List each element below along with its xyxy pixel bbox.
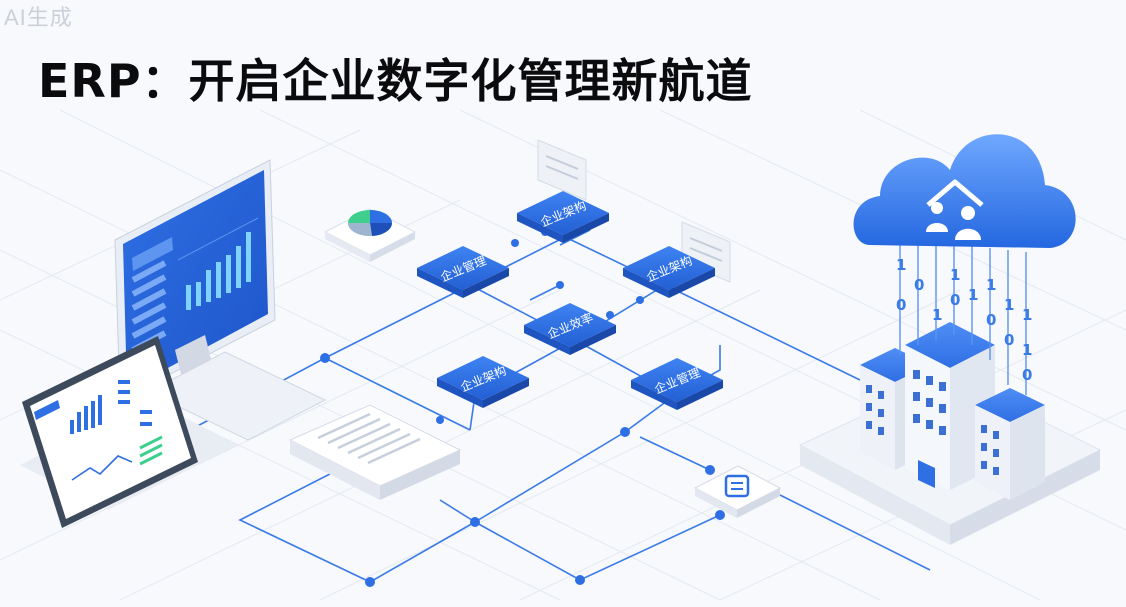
frame-icon-tile	[693, 465, 782, 518]
binary-digit: 1	[1004, 296, 1014, 314]
office-buildings	[860, 322, 1045, 500]
binary-digit: 0	[1022, 366, 1032, 384]
label-tile-node-right: 企业架构	[623, 246, 715, 298]
floating-note-top	[537, 139, 587, 201]
document-block	[288, 404, 462, 500]
binary-digit: 1	[1022, 306, 1032, 324]
cloud-people-icon	[853, 134, 1076, 248]
binary-digit: 0	[914, 276, 924, 294]
label-tile-node-top: 企业架构	[517, 191, 609, 243]
binary-digit: 0	[896, 296, 906, 314]
binary-digits: 1 0 0 1 1 0 1 1 0 1 0 1 1 0	[896, 256, 1032, 384]
binary-digit: 0	[986, 311, 996, 329]
label-tile-node-lower-right: 企业管理	[631, 358, 723, 410]
pie-chart-card	[323, 208, 417, 262]
binary-digit: 1	[1022, 341, 1032, 359]
binary-digit: 0	[950, 291, 960, 309]
frame-icon	[724, 474, 750, 498]
page-title: ERP：开启企业数字化管理新航道	[38, 53, 753, 108]
binary-digit: 1	[968, 286, 978, 304]
monitor-bar-chart	[186, 232, 251, 310]
data-streams	[899, 240, 1027, 395]
binary-digit: 1	[932, 306, 942, 324]
label-tile-node-center: 企业效率	[524, 303, 616, 355]
pie-chart-icon	[347, 210, 393, 237]
label-tile-node-left: 企业管理	[417, 246, 509, 298]
tablet	[20, 336, 238, 528]
binary-digit: 1	[896, 256, 906, 274]
binary-digit: 1	[986, 276, 996, 294]
binary-digit: 1	[950, 266, 960, 284]
watermark-label: AI生成	[4, 5, 73, 30]
label-tile-node-lower-left: 企业架构	[437, 356, 529, 408]
binary-digit: 0	[1004, 331, 1014, 349]
